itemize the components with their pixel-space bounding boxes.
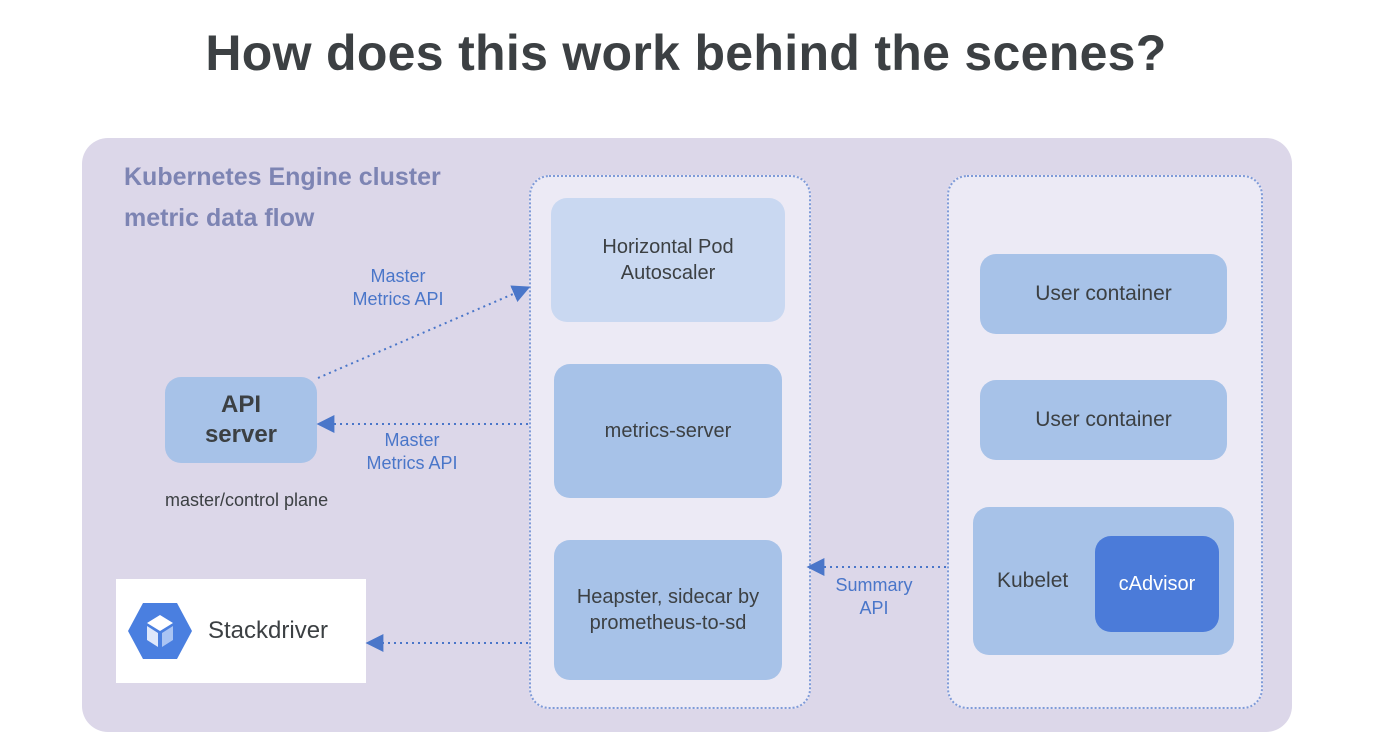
flow-label-hpa: Master Metrics API (352, 266, 444, 309)
heapster-label: Heapster, sidecar by prometheus-to-sd (576, 586, 760, 634)
metrics-server-label: metrics-server (604, 420, 732, 442)
stackdriver-hexagon-icon (128, 603, 192, 659)
page-title: How does this work behind the scenes? (205, 25, 1167, 81)
flow-label-metrics-server: Master Metrics API (366, 430, 458, 473)
hpa-label: Horizontal Pod Autoscaler (602, 236, 734, 284)
metrics-server-box: metrics-server (554, 364, 782, 498)
horizontal-pod-autoscaler-box: Horizontal Pod Autoscaler (551, 198, 785, 322)
user-container-label-2: User container (1035, 408, 1172, 431)
user-container-label-1: User container (1035, 282, 1172, 305)
flow-label-summary-api: Summary API (835, 575, 913, 618)
cadvisor-label: cAdvisor (1118, 572, 1196, 595)
cadvisor-box: cAdvisor (1095, 536, 1219, 632)
control-plane-label: master/control plane (165, 490, 329, 510)
kubelet-label: Kubelet (997, 569, 1069, 592)
cluster-title-line1: Kubernetes Engine cluster (124, 163, 441, 191)
heapster-box: Heapster, sidecar by prometheus-to-sd (554, 540, 782, 680)
user-container-box-1: User container (980, 254, 1227, 334)
cluster-title-line2: metric data flow (124, 204, 315, 232)
stackdriver-box: Stackdriver (116, 579, 366, 683)
api-server-box: API server (165, 377, 317, 463)
arrow-api-to-hpa (317, 285, 531, 379)
user-container-box-2: User container (980, 380, 1227, 460)
stackdriver-label: Stackdriver (208, 617, 329, 644)
api-server-label: API server (204, 391, 278, 448)
